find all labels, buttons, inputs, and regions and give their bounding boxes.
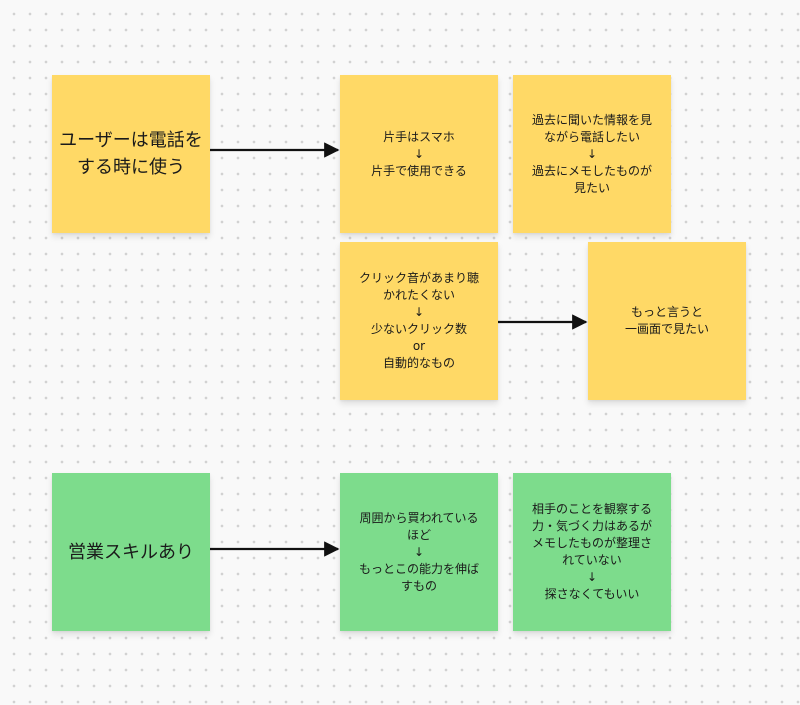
note-line: 少ないクリック数 bbox=[370, 322, 467, 336]
note-text: 片手はスマホ ↓ 片手で使用できる bbox=[371, 129, 467, 180]
note-line: 見たい bbox=[573, 180, 610, 195]
note-line: 過去にメモしたものが bbox=[531, 163, 652, 178]
note-line: 周囲から買われている bbox=[359, 510, 479, 525]
note-text: 相手のことを観察する 力・気づく力はあるが メモしたものが整理さ れていない ↓… bbox=[532, 501, 652, 603]
note-text: ユーザーは電話を する時に使う bbox=[59, 127, 203, 181]
note-line: 一画面で見たい bbox=[624, 322, 709, 336]
note-line: 過去に聞いた情報を見 bbox=[531, 112, 652, 127]
note-line: かれたくない bbox=[382, 288, 455, 302]
note-text: 過去に聞いた情報を見 ながら電話したい ↓ 過去にメモしたものが 見たい bbox=[532, 112, 652, 197]
note-line: 片手はスマホ bbox=[383, 129, 455, 144]
note-line: もっと言うと bbox=[630, 305, 703, 319]
note-line: 片手で使用できる bbox=[371, 163, 467, 178]
sticky-note-sales-skill[interactable]: 営業スキルあり bbox=[52, 473, 210, 631]
arrow-down-glyph: ↓ bbox=[413, 146, 425, 161]
arrow-down-glyph: ↓ bbox=[413, 305, 425, 319]
note-line: 営業スキルあり bbox=[68, 541, 194, 563]
note-line: クリック音があまり聴 bbox=[358, 271, 479, 285]
sticky-note-one-hand[interactable]: 片手はスマホ ↓ 片手で使用できる bbox=[340, 75, 498, 233]
note-line: 自動的なもの bbox=[382, 356, 455, 370]
note-line: ユーザーは電話を bbox=[59, 130, 203, 151]
arrow-down-glyph: ↓ bbox=[586, 146, 598, 161]
note-line: メモしたものが整理さ bbox=[531, 536, 652, 550]
note-text: 周囲から買われている ほど ↓ もっとこの能力を伸ば すもの bbox=[359, 510, 479, 595]
note-line: 相手のことを観察する bbox=[531, 502, 652, 516]
note-line: れていない bbox=[562, 553, 622, 567]
sticky-note-phone-usage[interactable]: ユーザーは電話を する時に使う bbox=[52, 75, 210, 233]
arrow-down-glyph: ↓ bbox=[413, 544, 425, 559]
arrow-down-glyph: ↓ bbox=[586, 570, 598, 584]
note-line: 探さなくてもいい bbox=[544, 587, 640, 601]
sticky-note-one-screen[interactable]: もっと言うと 一画面で見たい bbox=[588, 242, 746, 400]
note-text: クリック音があまり聴 かれたくない ↓ 少ないクリック数 or 自動的なもの bbox=[359, 270, 479, 372]
note-line: もっとこの能力を伸ば bbox=[358, 561, 479, 576]
note-line: 力・気づく力はあるが bbox=[531, 519, 652, 533]
note-text: もっと言うと 一画面で見たい bbox=[625, 304, 709, 338]
note-line: or bbox=[412, 339, 426, 353]
sticky-note-grow-ability[interactable]: 周囲から買われている ほど ↓ もっとこの能力を伸ば すもの bbox=[340, 473, 498, 631]
note-line: ほど bbox=[406, 527, 431, 542]
sticky-note-observation[interactable]: 相手のことを観察する 力・気づく力はあるが メモしたものが整理さ れていない ↓… bbox=[513, 473, 671, 631]
note-text: 営業スキルあり bbox=[68, 539, 194, 566]
note-line: する時に使う bbox=[76, 157, 185, 178]
sticky-note-click-sound[interactable]: クリック音があまり聴 かれたくない ↓ 少ないクリック数 or 自動的なもの bbox=[340, 242, 498, 400]
note-line: ながら電話したい bbox=[543, 129, 640, 144]
note-line: すもの bbox=[400, 578, 437, 593]
sticky-note-past-memo[interactable]: 過去に聞いた情報を見 ながら電話したい ↓ 過去にメモしたものが 見たい bbox=[513, 75, 671, 233]
